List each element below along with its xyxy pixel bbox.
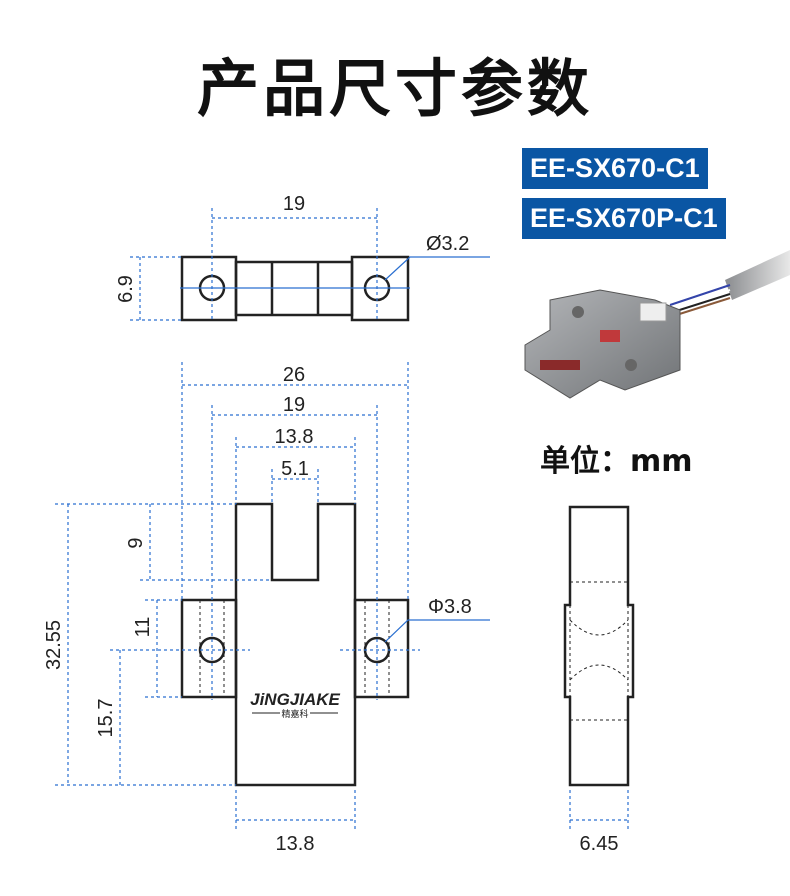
dim-slot-depth: 9: [125, 537, 147, 548]
dim-top-height: 6.9: [115, 275, 137, 303]
brand-logo: JiNGJIAKE: [250, 690, 340, 709]
hole-leader-front: [384, 619, 490, 643]
unit-label: 单位：mm: [540, 444, 693, 479]
hole-leader-top: [384, 256, 490, 281]
dim-hole-spacing: 19: [283, 394, 305, 416]
top-view-dimension-lines: [130, 208, 410, 321]
side-view-outline: [563, 505, 635, 787]
dim-slot-width: 5.1: [281, 458, 309, 480]
front-view-hidden-lines: [199, 600, 390, 697]
front-view-dimension-lines: [55, 362, 420, 830]
dim-top-width: 19: [283, 193, 305, 215]
dim-hole-height: 15.7: [95, 699, 117, 738]
page-title: 产品尺寸参数: [196, 52, 593, 125]
dim-thickness: 6.45: [580, 833, 619, 855]
dim-flange-height: 11: [132, 617, 154, 638]
dim-overall-width: 26: [283, 364, 305, 386]
dim-front-hole: Φ3.8: [428, 596, 472, 618]
sensor-product-image: [524, 250, 790, 399]
dim-total-height: 32.55: [43, 620, 65, 670]
dim-top-hole: Ø3.2: [426, 233, 469, 255]
front-view-outline: [180, 502, 410, 787]
model-badge-2: EE-SX670P-C1: [522, 198, 726, 239]
side-view-dimension-lines: [569, 790, 629, 830]
dim-body-width: 13.8: [275, 426, 314, 448]
brand-logo-sub: 精嘉科: [281, 708, 308, 720]
dim-bottom-width: 13.8: [276, 833, 315, 855]
side-view-hidden-lines: [569, 581, 629, 721]
model-badge-1: EE-SX670-C1: [522, 148, 708, 189]
